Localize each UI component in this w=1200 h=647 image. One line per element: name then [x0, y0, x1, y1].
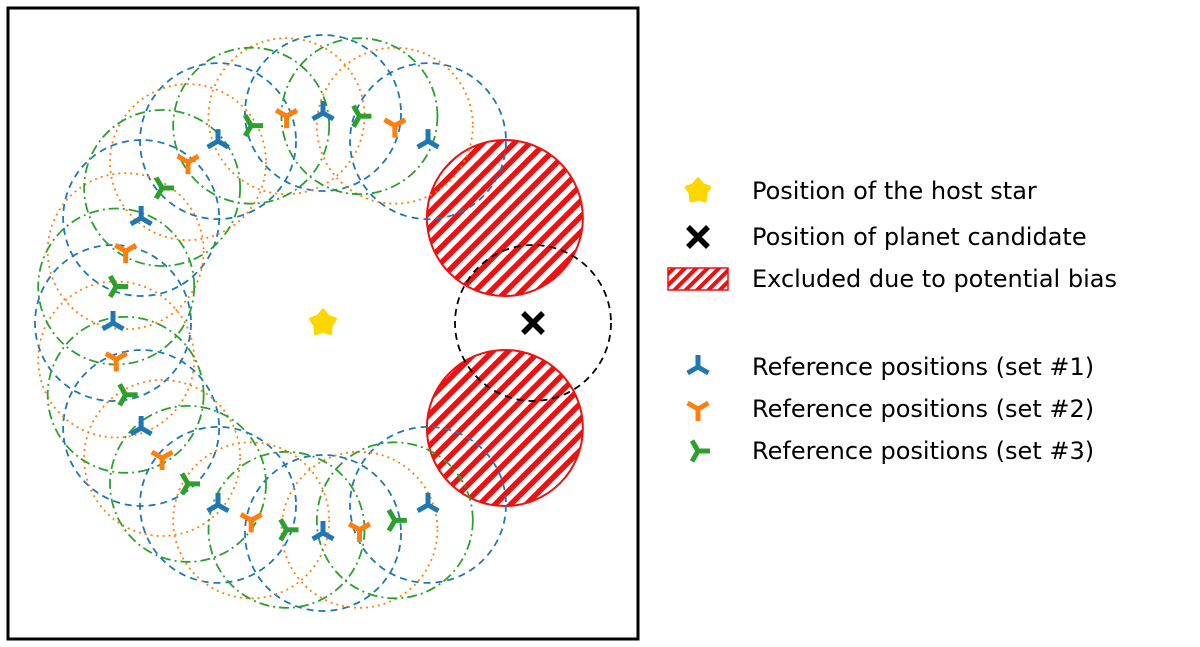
- set3-marker-7: [278, 518, 299, 542]
- set1-aperture-8: [244, 454, 402, 612]
- set1-aperture-5: [34, 244, 192, 402]
- legend-item-host-star: Position of the host star: [684, 177, 1037, 205]
- set1-marker-7: [206, 492, 230, 514]
- legend-label-excluded: Excluded due to potential bias: [752, 265, 1117, 293]
- set1-marker-4: [129, 206, 153, 227]
- tri-down-marker-icon: [686, 355, 710, 376]
- set3-aperture-2: [172, 46, 331, 205]
- set2-marker-3: [176, 153, 200, 175]
- planet-candidate-marker: [521, 311, 545, 335]
- set1-marker-3: [206, 129, 230, 150]
- tri-up-marker-icon: [686, 400, 710, 421]
- legend-label-set1: Reference positions (set #1): [752, 353, 1094, 381]
- set2-marker-7: [239, 512, 263, 533]
- set3-marker-4: [108, 274, 129, 299]
- legend-item-set3: Reference positions (set #3): [689, 437, 1094, 465]
- set1-aperture-2: [244, 34, 402, 192]
- set3-marker-2: [243, 114, 264, 138]
- set1-marker-2: [311, 101, 335, 122]
- set2-marker-4: [114, 243, 138, 264]
- tri-left-marker-icon: [689, 439, 710, 463]
- set1-aperture-6: [62, 349, 221, 507]
- set1-aperture-1: [349, 62, 507, 221]
- set3-marker-1: [351, 104, 372, 128]
- legend: Position of the host star Position of pl…: [667, 177, 1117, 465]
- set3-aperture-8: [315, 441, 474, 600]
- set2-marker-8: [347, 521, 372, 542]
- set3-marker-3: [153, 176, 175, 200]
- star-icon-shape: [684, 177, 712, 203]
- set3-marker-5: [117, 383, 138, 407]
- set1-marker-5: [101, 311, 125, 332]
- star-icon: [684, 177, 712, 203]
- set1-aperture-7: [139, 425, 297, 584]
- set3-marker-8: [386, 508, 407, 532]
- set1-aperture-4: [62, 139, 221, 297]
- excluded-regions: [425, 139, 584, 507]
- set1-marker-6: [129, 416, 153, 437]
- hatched-patch-icon: [667, 267, 729, 291]
- x-cross-shape: [686, 225, 710, 249]
- legend-item-set2: Reference positions (set #2): [686, 395, 1094, 423]
- excluded-region-1: [425, 139, 584, 297]
- set2-aperture-3: [109, 83, 267, 242]
- set1-marker-9: [416, 492, 440, 514]
- legend-item-excluded: Excluded due to potential bias: [667, 265, 1117, 293]
- host-star-marker: [309, 308, 337, 335]
- set2-aperture-6: [83, 379, 242, 537]
- set3-aperture-1: [280, 37, 439, 196]
- set1-aperture-9: [349, 425, 507, 584]
- candidate-aperture: [454, 244, 612, 402]
- set1-marker-1: [416, 129, 440, 150]
- set3-aperture-3: [83, 109, 242, 267]
- aperture-circles: [34, 34, 612, 612]
- position-markers: [101, 101, 545, 542]
- x-cross-icon: [686, 225, 710, 249]
- set3-marker-6: [179, 472, 201, 496]
- set2-marker-1: [383, 117, 407, 138]
- set1-legend-shape: [686, 355, 710, 376]
- set3-aperture-5: [46, 315, 205, 474]
- legend-label-planet-candidate: Position of planet candidate: [752, 223, 1087, 251]
- set1-aperture-3: [139, 62, 297, 221]
- set3-legend-shape: [689, 439, 710, 463]
- excluded-region-2: [425, 349, 584, 507]
- legend-label-set2: Reference positions (set #2): [752, 395, 1094, 423]
- set2-legend-shape: [686, 400, 710, 421]
- set3-aperture-6: [109, 404, 267, 563]
- set2-marker-2: [274, 108, 299, 129]
- set2-marker-5: [104, 351, 128, 372]
- set2-aperture-7: [172, 441, 331, 600]
- set2-aperture-4: [46, 172, 205, 331]
- legend-item-set1: Reference positions (set #1): [686, 353, 1094, 381]
- legend-item-planet-candidate: Position of planet candidate: [686, 223, 1087, 251]
- legend-label-set3: Reference positions (set #3): [752, 437, 1094, 465]
- set1-marker-8: [311, 521, 335, 542]
- legend-label-host-star: Position of the host star: [752, 177, 1037, 205]
- set2-marker-6: [150, 449, 174, 470]
- set3-aperture-7: [207, 450, 366, 609]
- set2-aperture-5: [37, 280, 196, 439]
